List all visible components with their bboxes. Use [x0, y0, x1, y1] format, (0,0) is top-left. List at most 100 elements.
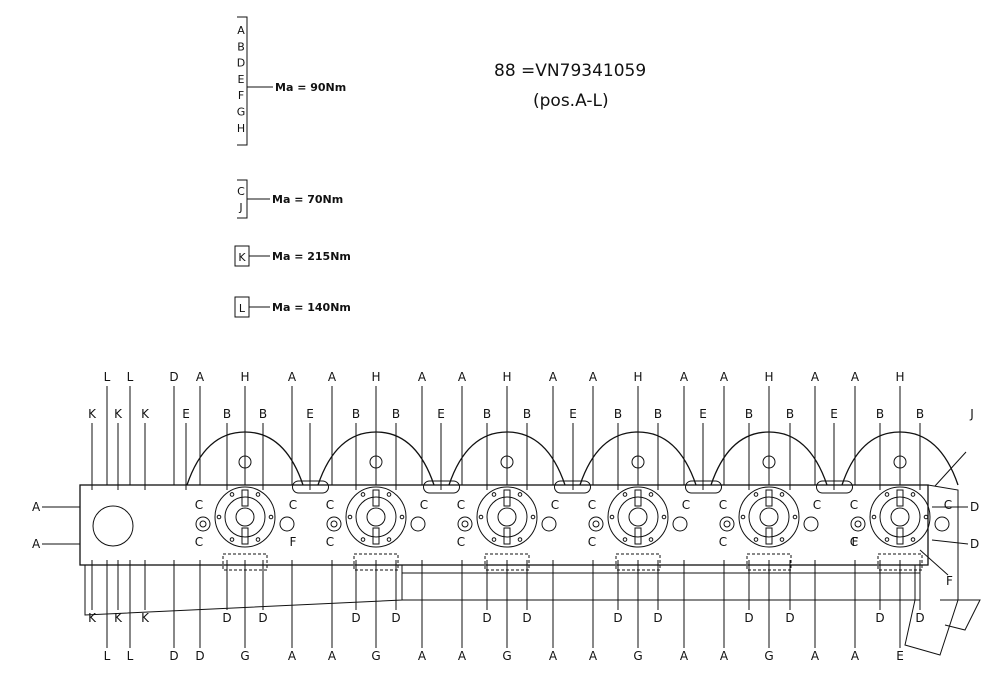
top-label-row1: H — [895, 370, 904, 384]
bolt — [360, 537, 366, 542]
bottom-label-row1: D — [351, 611, 360, 625]
rotor-spoke — [372, 489, 380, 507]
top-label-row2: E — [830, 407, 838, 421]
side-label-right-1: D — [970, 500, 979, 514]
bottom-label-row1: D — [915, 611, 924, 625]
bolt — [478, 514, 484, 520]
bottom-label-row2: A — [680, 649, 689, 663]
bottom-label-row1: D — [613, 611, 622, 625]
bolt — [360, 492, 366, 497]
rotor-housing — [214, 486, 276, 548]
rotor-shaft — [366, 507, 386, 527]
bolt — [255, 537, 261, 542]
chute-flap — [940, 599, 981, 631]
rotor-hub — [224, 496, 266, 538]
bottom-label-row2: D — [195, 649, 204, 663]
c-label: C — [457, 498, 465, 512]
rotor-spoke — [765, 489, 773, 507]
side-roller — [850, 516, 866, 532]
side-roller — [457, 516, 473, 532]
bolt — [622, 492, 628, 497]
rotor-spoke — [634, 527, 642, 545]
top-label-row2: K — [141, 407, 150, 421]
bottom-label-row1: D — [785, 611, 794, 625]
f-label: F — [852, 535, 859, 549]
rotor-shaft — [759, 507, 779, 527]
side-label-left-1: A — [32, 500, 41, 514]
bottom-label-row2: A — [720, 649, 729, 663]
rotor-spoke — [503, 527, 511, 545]
c-label: C — [420, 498, 428, 512]
left-lower-plate — [84, 565, 403, 616]
c-label: C — [588, 535, 596, 549]
bottom-label-row2: G — [502, 649, 511, 663]
bolt — [753, 492, 759, 497]
bottom-label-row1: D — [744, 611, 753, 625]
rotor-hub — [617, 496, 659, 538]
side-roller-core — [592, 520, 600, 528]
side-roller-core — [723, 520, 731, 528]
bolt — [347, 514, 353, 520]
rotor-hub — [748, 496, 790, 538]
side-roller — [279, 516, 295, 532]
bottom-label-row2: A — [589, 649, 598, 663]
bottom-label-row2: A — [811, 649, 820, 663]
top-label-row1: L — [104, 370, 111, 384]
rotor-housing — [607, 486, 669, 548]
side-roller — [672, 516, 688, 532]
rotor-spoke — [765, 527, 773, 545]
bottom-label-row1: K — [141, 611, 150, 625]
top-label-row2: K — [114, 407, 123, 421]
c-label: C — [719, 498, 727, 512]
bolt — [910, 492, 916, 497]
legend-bracket-1 — [237, 16, 248, 146]
top-label-row2: K — [88, 407, 97, 421]
bolt — [517, 492, 523, 497]
top-label-row1: A — [196, 370, 205, 384]
bottom-label-row1: D — [653, 611, 662, 625]
legend-letter: L — [239, 302, 246, 315]
top-label-row2: E — [182, 407, 190, 421]
top-label-row1: L — [127, 370, 134, 384]
top-label-row1: D — [169, 370, 178, 384]
frame-body — [79, 484, 981, 656]
top-label-row1: A — [680, 370, 689, 384]
rotor-spoke — [241, 489, 249, 507]
top-label-row2: B — [483, 407, 491, 421]
bolt — [871, 514, 877, 520]
bottom-label-row2: A — [851, 649, 860, 663]
side-label-right-2: D — [970, 537, 979, 551]
c-label: C — [850, 498, 858, 512]
legend-torque-3: Ma = 215Nm — [272, 250, 351, 263]
top-label-row2: E — [306, 407, 314, 421]
legend-letter: A — [237, 24, 245, 37]
rotor-shaft — [628, 507, 648, 527]
rotor-hub — [879, 496, 921, 538]
bolt — [661, 514, 667, 520]
top-label-row2: B — [786, 407, 794, 421]
bottom-label-row2: L — [127, 649, 134, 663]
legend-letter: F — [238, 89, 244, 102]
top-label-row1: H — [371, 370, 380, 384]
c-label: C — [944, 498, 952, 512]
top-label-row2: E — [699, 407, 707, 421]
top-label-row1: A — [418, 370, 427, 384]
bolt — [386, 537, 392, 542]
c-label: C — [719, 535, 727, 549]
bolt — [779, 492, 785, 497]
bottom-label-row1: D — [875, 611, 884, 625]
rotor-unit: C C C — [710, 431, 853, 571]
legend-letter: J — [238, 201, 242, 214]
rotor-unit: CCC — [186, 431, 329, 571]
bolt — [884, 537, 890, 542]
c-label: C — [813, 498, 821, 512]
legend-letter: H — [237, 122, 245, 135]
bottom-label-row2: A — [328, 649, 337, 663]
c-label: C — [326, 535, 334, 549]
top-label-row1: H — [240, 370, 249, 384]
c-label: C — [195, 498, 203, 512]
bolt — [255, 492, 261, 497]
